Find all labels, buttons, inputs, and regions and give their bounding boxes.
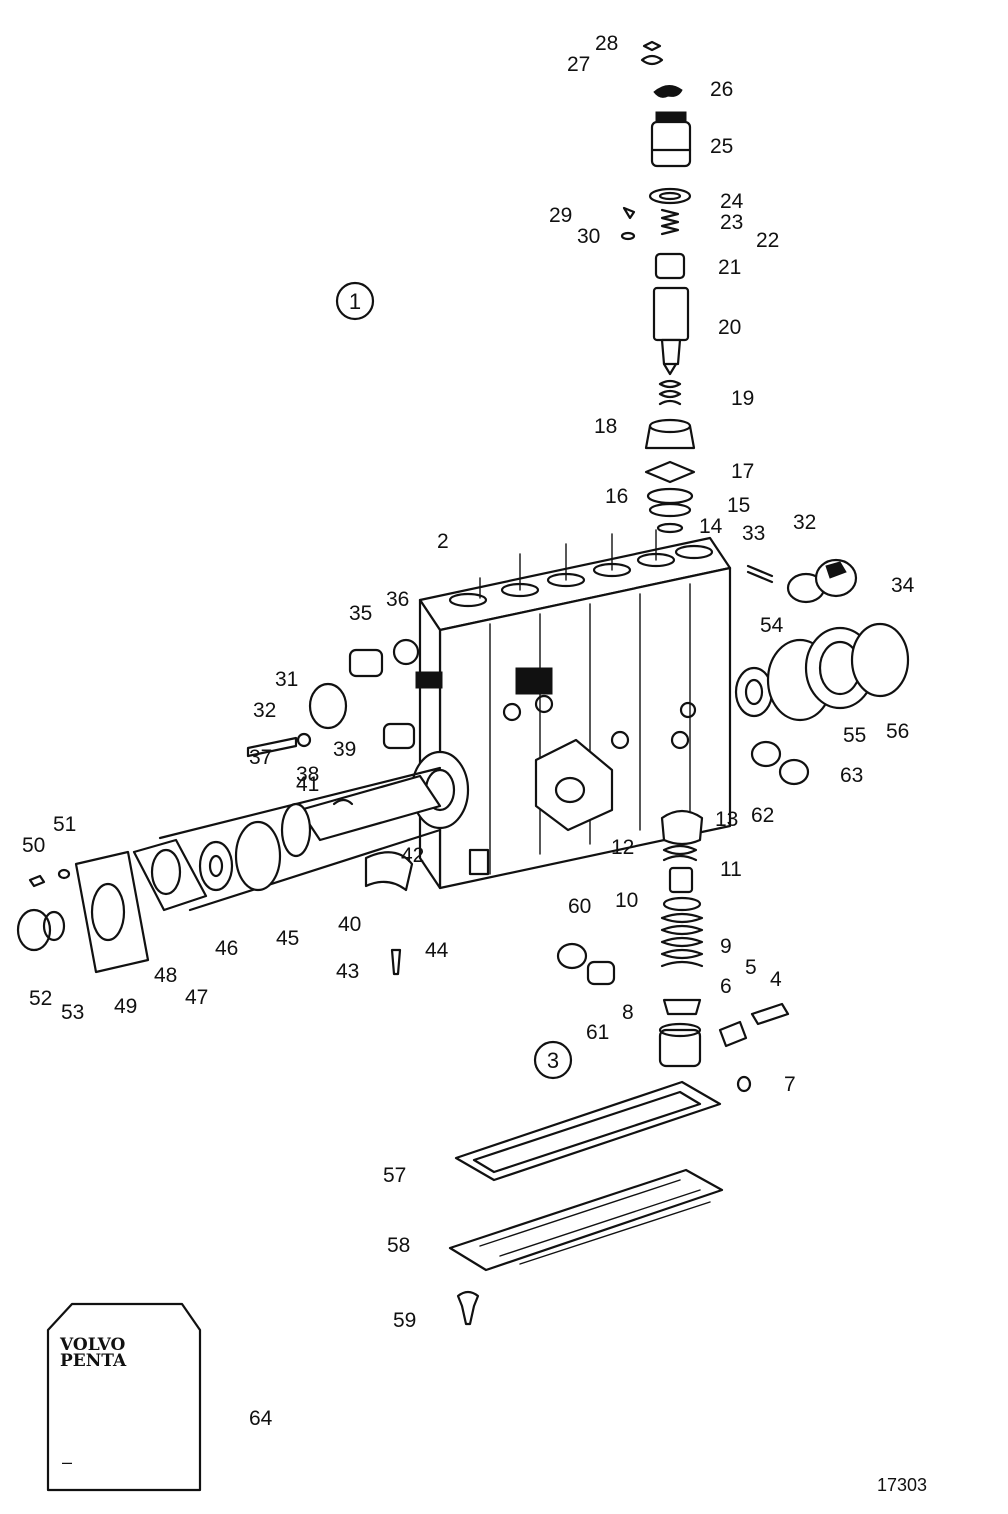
base-plates-drawing	[448, 1080, 724, 1326]
part-label: 16	[605, 485, 628, 508]
part-label: 64	[249, 1407, 273, 1430]
circled-callouts: 1 3	[335, 281, 573, 1080]
figure-reference-number: 17303	[877, 1475, 927, 1495]
part-label: 32	[793, 511, 816, 534]
part-label: 63	[840, 764, 863, 787]
part-label: 47	[185, 986, 208, 1009]
part-label: 17	[731, 460, 754, 483]
part-label: 50	[22, 834, 45, 857]
part-label: 4	[770, 968, 782, 991]
part-label: 26	[710, 78, 733, 101]
part-label: 28	[595, 32, 618, 55]
part-label: 20	[718, 316, 741, 339]
injector-column-drawing	[620, 40, 696, 534]
part-label: 31	[275, 668, 298, 691]
part-label: 34	[891, 574, 915, 597]
part-label: 42	[401, 844, 424, 867]
part-label: 13	[715, 808, 738, 831]
part-label: 52	[29, 987, 52, 1010]
part-label: 6	[720, 975, 732, 998]
part-label: 36	[386, 588, 409, 611]
part-label: 19	[731, 387, 754, 410]
camshaft-coupling-drawing	[16, 766, 442, 976]
part-label: 54	[760, 614, 784, 637]
part-label: 61	[586, 1021, 609, 1044]
part-label: 14	[699, 515, 723, 538]
part-label: 25	[710, 135, 733, 158]
part-label: 45	[276, 927, 299, 950]
part-label: 24	[720, 190, 744, 213]
part-label: 12	[611, 836, 634, 859]
part-label: 35	[349, 602, 372, 625]
pump-housing-drawing	[410, 529, 732, 890]
part-label: 11	[720, 858, 742, 881]
part-label: 40	[338, 913, 361, 936]
callout-1: 1	[349, 289, 361, 314]
part-label: 18	[594, 415, 617, 438]
part-label: 62	[751, 804, 774, 827]
part-label: 51	[53, 813, 76, 836]
left-plugs-drawing	[246, 638, 443, 758]
part-label: 46	[215, 937, 238, 960]
part-label: 21	[718, 256, 741, 279]
part-label: 56	[886, 720, 909, 743]
part-label: 60	[568, 895, 591, 918]
part-label: 55	[843, 724, 866, 747]
part-label: 39	[333, 738, 356, 761]
part-label: 49	[114, 995, 137, 1018]
logo-volvo: VOLVO	[59, 1335, 126, 1355]
governor-end-drawing	[734, 558, 910, 786]
part-label: 30	[577, 225, 600, 248]
booklet-mark: –	[62, 1452, 72, 1472]
part-label: 8	[622, 1001, 634, 1024]
part-label: 38	[296, 763, 319, 786]
part-label: 43	[336, 960, 359, 983]
part-label: 22	[756, 229, 779, 252]
part-label: 5	[745, 956, 757, 979]
part-label: 33	[742, 522, 765, 545]
part-label: 7	[784, 1073, 796, 1096]
part-label: 44	[425, 939, 449, 962]
logo-penta: PENTA	[60, 1351, 127, 1371]
part-label: 41	[296, 773, 319, 796]
part-labels: 28 27 26 25 24 23 22 29 30 21 20 19 18 1…	[22, 32, 915, 1430]
part-label: 2	[437, 530, 449, 553]
part-label: 37	[249, 746, 272, 769]
part-label: 58	[387, 1234, 410, 1257]
callout-3: 3	[547, 1048, 559, 1073]
part-label: 57	[383, 1164, 406, 1187]
part-label: 10	[615, 889, 638, 912]
part-label: 59	[393, 1309, 416, 1332]
part-label: 15	[727, 494, 750, 517]
part-label: 27	[567, 53, 590, 76]
part-label: 48	[154, 964, 177, 987]
part-label: 29	[549, 204, 572, 227]
plunger-column-drawing	[556, 809, 790, 1093]
part-label: 53	[61, 1001, 84, 1024]
manual-booklet-drawing: VOLVO PENTA –	[46, 1302, 202, 1492]
part-label: 32	[253, 699, 276, 722]
part-label: 23	[720, 211, 743, 234]
part-label: 9	[720, 935, 732, 958]
